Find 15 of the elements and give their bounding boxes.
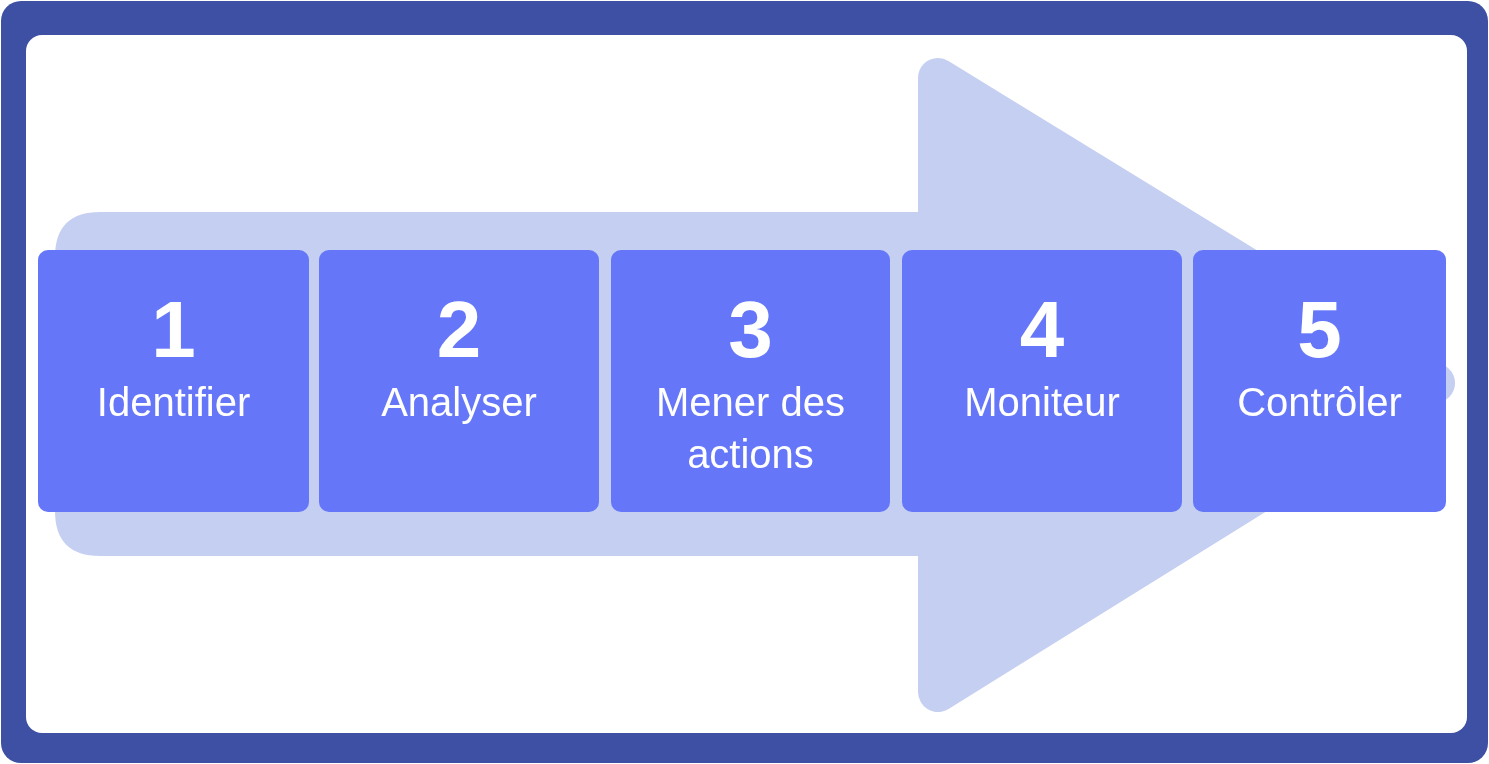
step-number: 3 xyxy=(728,290,773,370)
step-box xyxy=(319,250,599,512)
step-number: 2 xyxy=(436,290,482,370)
step-box xyxy=(902,250,1182,512)
step-label: Moniteur xyxy=(964,379,1120,426)
step-number: 4 xyxy=(1019,290,1065,370)
step-number: 5 xyxy=(1297,290,1342,370)
step-label: Identifier xyxy=(96,379,251,426)
step-label: Contrôler xyxy=(1237,379,1402,426)
step-box xyxy=(611,250,890,512)
step-number: 1 xyxy=(151,290,196,370)
step-box xyxy=(38,250,309,512)
step-label: Analyser xyxy=(381,379,537,426)
step-label: Mener des actions xyxy=(655,379,846,478)
step-box xyxy=(1193,250,1446,512)
